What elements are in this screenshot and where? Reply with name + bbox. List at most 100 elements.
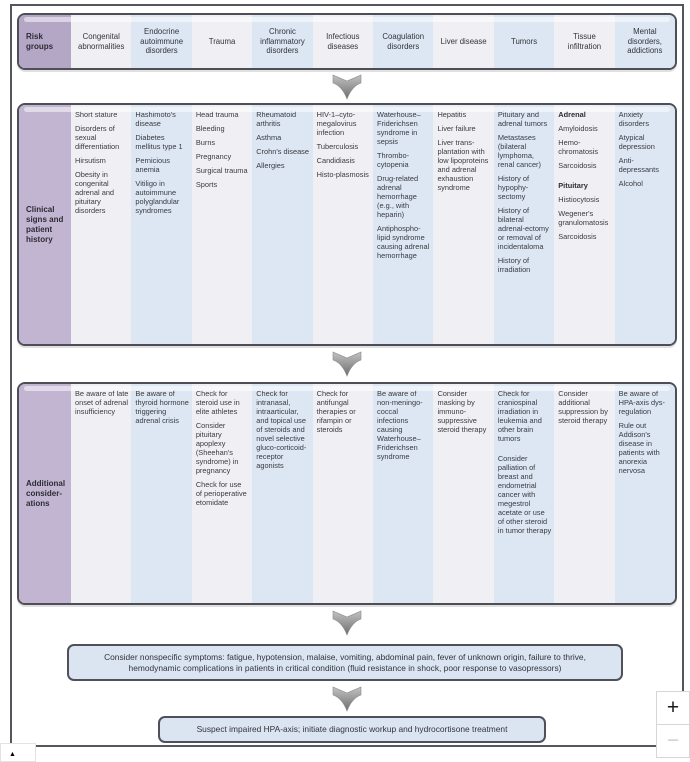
additional-consideration-col-7: Consider masking by immuno-suppressive s… — [433, 384, 494, 603]
clinical-sign-item: Rheumatoid arthritis — [256, 110, 297, 129]
clinical-sign-item: Hemo-chromatosis — [558, 138, 599, 157]
clinical-signs-panel: Clinical signs and patient history Short… — [17, 103, 677, 346]
clinical-sign-item: Histo-plasmosis — [316, 170, 369, 180]
down-arrow-icon — [332, 74, 362, 100]
zoom-out-button[interactable]: − — [656, 724, 690, 758]
clinical-sign-item: Metastases (bilateral lymphoma, renal ca… — [497, 133, 541, 170]
clinical-sign-item: Pregnancy — [195, 152, 232, 162]
additional-consideration-col-6: Be aware of non-meningo-coccal infection… — [373, 384, 434, 603]
additional-consideration-item: Rule out Addison's disease in patients w… — [618, 421, 660, 476]
clinical-sign-item: Atypical depression — [618, 133, 655, 152]
clinical-sign-item: Burns — [195, 138, 216, 148]
clinical-sign-item: Thrombo-cytopenia — [377, 151, 410, 170]
clinical-sign-item: Liver trans-plantation with low lipoprot… — [437, 138, 489, 193]
risk-group-header-col-8: Tumors — [493, 15, 555, 68]
clinical-sign-item: Short stature — [75, 110, 118, 119]
clinical-sign-item: History of irradiation — [497, 256, 531, 275]
clinical-sign-item: Antiphospho-lipid syndrome causing adren… — [377, 224, 430, 261]
risk-group-header-item: Tissue infiltration — [567, 32, 602, 51]
clinical-sign-item: Tuberculosis — [316, 142, 359, 152]
risk-group-header-col-5: Infectious diseases — [312, 15, 374, 68]
clinical-sign-item: Hashimoto's disease — [135, 110, 176, 129]
additional-considerations-label: Additional consider-ations — [19, 384, 71, 603]
clinical-signs-label: Clinical signs and patient history — [19, 105, 71, 344]
risk-group-header-item: Congenital abnormalities — [78, 32, 125, 51]
figure-frame: Risk groups Congenital abnormalities Endo… — [10, 4, 684, 747]
additional-consideration-col-2: Be aware of thyroid hormone triggering a… — [131, 384, 192, 603]
additional-consideration-item: Be aware of thyroid hormone triggering a… — [135, 389, 189, 426]
clinical-sign-item: Candidiasis — [316, 156, 355, 166]
nonspecific-symptoms-box: Consider nonspecific symptoms: fatigue, … — [67, 644, 623, 681]
clinical-sign-item: Pituitary and adrenal tumors — [497, 110, 548, 129]
additional-consideration-item: Check for intranasal, intraarticular, an… — [256, 389, 307, 471]
scroll-up-button[interactable]: ▲ — [0, 743, 36, 762]
clinical-sign-item: Anxiety disorders — [618, 110, 650, 129]
additional-consideration-col-1: Be aware of late onset of adrenal insuff… — [71, 384, 132, 603]
zoom-controls: + − — [656, 691, 690, 758]
clinical-sign-item: Crohn's disease — [256, 147, 309, 157]
risk-group-header-col-3: Trauma — [191, 15, 253, 68]
additional-consideration-col-8: Check for craniospinal irradiation in le… — [493, 384, 555, 603]
risk-group-header-col-10: Mental disorders, addictions — [614, 15, 675, 68]
additional-consideration-item: Be aware of late onset of adrenal insuff… — [75, 389, 129, 417]
clinical-sign-item: History of hypophy-sectomy — [497, 174, 530, 202]
risk-group-header-item: Chronic inflammatory disorders — [260, 27, 305, 56]
risk-group-header-col-7: Liver disease — [433, 15, 494, 68]
risk-group-header-item: Endocrine autoimmune disorders — [140, 27, 184, 56]
clinical-sign-item: Adrenal — [558, 110, 586, 119]
clinical-sign-item: Waterhouse–Friderichsen syndrome in seps… — [377, 110, 421, 147]
down-arrow-icon — [332, 686, 362, 712]
clinical-sign-item: Diabetes mellitus type 1 — [135, 133, 183, 152]
additional-considerations-panel: Additional consider-ations Be aware of l… — [17, 382, 677, 605]
clinical-sign-item: Allergies — [256, 161, 285, 171]
clinical-sign-item: Asthma — [256, 133, 282, 143]
clinical-sign-item: Hepatitis — [437, 110, 467, 119]
clinical-sign-item: Liver failure — [437, 124, 476, 134]
additional-consideration-col-9: Consider additional suppression by stero… — [554, 384, 615, 603]
additional-consideration-item: Check for antifungal therapies or rifamp… — [316, 389, 356, 435]
clinical-sign-item: History of bilateral adrenal-ectomy or r… — [497, 206, 549, 252]
risk-group-header-item: Infectious diseases — [326, 32, 360, 51]
risk-group-header-col-2: Endocrine autoimmune disorders — [131, 15, 192, 68]
clinical-sign-item: Histiocytosis — [558, 195, 600, 205]
clinical-sign-item: Obesity in congenital adrenal and pituit… — [75, 170, 115, 216]
clinical-sign-item: Bleeding — [195, 124, 225, 134]
additional-consideration-col-5: Check for antifungal therapies or rifamp… — [312, 384, 374, 603]
down-arrow-icon — [332, 610, 362, 636]
risk-groups-label: Risk groups — [19, 15, 71, 68]
clinical-sign-item: Pituitary — [558, 181, 588, 191]
risk-group-header-item: Mental disorders, addictions — [627, 27, 663, 56]
additional-consideration-item: Consider additional suppression by stero… — [558, 389, 608, 426]
clinical-sign-item: Anti-depressants — [618, 156, 659, 175]
risk-group-header-item: Coagulation disorders — [382, 32, 425, 51]
risk-group-header-item: Tumors — [510, 36, 538, 46]
additional-consideration-item: Be aware of HPA-axis dys-regulation — [618, 389, 665, 417]
clinical-sign-item: Pernicious anemia — [135, 156, 170, 175]
additional-considerations-columns: Be aware of late onset of adrenal insuff… — [71, 384, 675, 603]
clinical-sign-col-6: Waterhouse–Friderichsen syndrome in seps… — [373, 105, 434, 344]
additional-consideration-item: Check for use of perioperative etomidate — [195, 480, 247, 508]
clinical-sign-item: Sarcoidosis — [558, 161, 597, 171]
clinical-sign-item: Wegener's granulomatosis — [558, 209, 609, 228]
risk-group-header-col-9: Tissue infiltration — [554, 15, 615, 68]
down-arrow-icon — [332, 351, 362, 377]
risk-group-header-col-4: Chronic inflammatory disorders — [252, 15, 313, 68]
clinical-sign-item: Surgical trauma — [195, 166, 248, 176]
zoom-in-button[interactable]: + — [656, 691, 690, 725]
clinical-sign-item: Alcohol — [618, 179, 643, 189]
suspect-hpa-axis-box: Suspect impaired HPA-axis; initiate diag… — [158, 716, 546, 743]
clinical-sign-item: Drug-related adrenal hemorrhage (e.g., w… — [377, 174, 419, 220]
clinical-sign-item: Hirsutism — [75, 156, 106, 166]
risk-group-header-col-1: Congenital abnormalities — [71, 15, 132, 68]
